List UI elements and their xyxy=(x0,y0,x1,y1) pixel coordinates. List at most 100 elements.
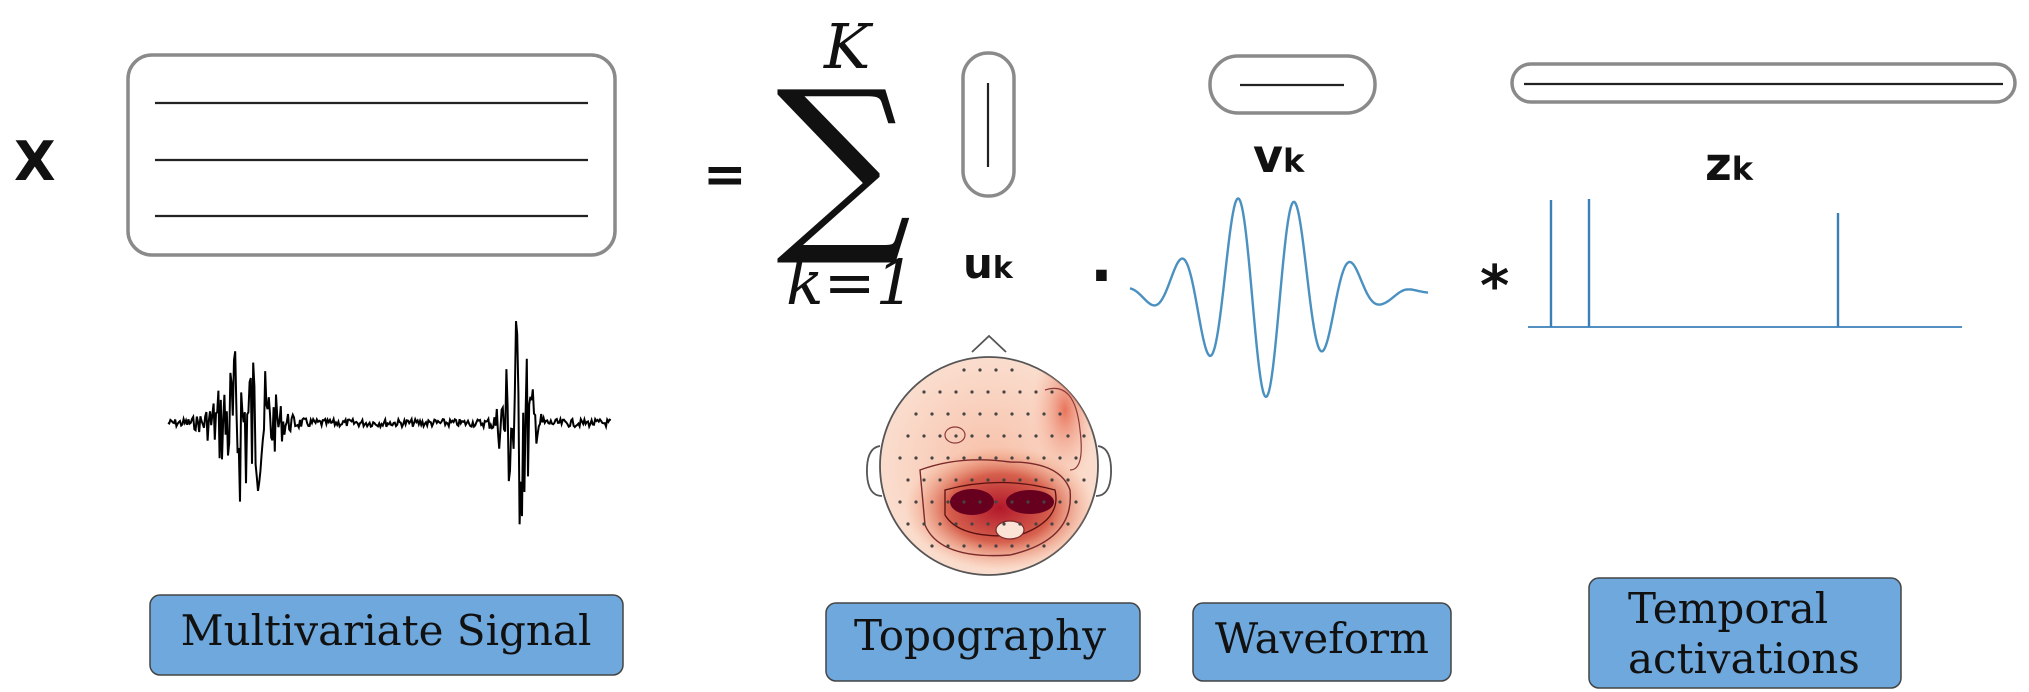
electrode-dot xyxy=(986,434,990,438)
electrode-dot xyxy=(1082,434,1086,438)
electrode-dot xyxy=(930,456,934,460)
electrode-dot xyxy=(1026,500,1030,504)
u-symbol: uk xyxy=(963,239,1014,288)
electrode-dot xyxy=(962,544,966,548)
label-multivariate-signal: Multivariate Signal xyxy=(149,594,624,676)
electrode-dot xyxy=(1010,412,1014,416)
electrode-dot xyxy=(970,390,974,394)
electrode-dot xyxy=(930,544,934,548)
electrode-dot xyxy=(1002,390,1006,394)
electrode-dot xyxy=(962,456,966,460)
electrode-dot xyxy=(946,544,950,548)
electrode-dot xyxy=(922,522,926,526)
electrode-dot xyxy=(1082,478,1086,482)
label-multivariate-signal-text: Multivariate Signal xyxy=(181,606,592,655)
electrode-dot xyxy=(986,390,990,394)
electrode-dot xyxy=(994,368,998,372)
electrode-dot xyxy=(1042,456,1046,460)
electrode-dot xyxy=(1042,500,1046,504)
convolution-symbol: * xyxy=(1480,254,1509,319)
electrode-dot xyxy=(898,500,902,504)
electrode-dot xyxy=(906,478,910,482)
electrode-dot xyxy=(914,500,918,504)
electrode-dot xyxy=(938,434,942,438)
dot-symbol: · xyxy=(1090,241,1113,311)
label-waveform-text: Waveform xyxy=(1215,614,1429,663)
electrode-dot xyxy=(1050,434,1054,438)
electrode-dot xyxy=(1026,412,1030,416)
electrode-dot xyxy=(1042,412,1046,416)
electrode-dot xyxy=(1058,412,1062,416)
electrode-dot xyxy=(1010,500,1014,504)
electrode-dot xyxy=(1034,434,1038,438)
summation: K ∑ k=1 xyxy=(776,10,915,319)
x-symbol: X xyxy=(14,130,56,193)
equals-symbol: = xyxy=(703,145,747,205)
electrode-dot xyxy=(986,478,990,482)
electrode-dot xyxy=(938,478,942,482)
sum-sign: ∑ xyxy=(776,50,912,271)
electrode-dot xyxy=(986,522,990,526)
electrode-dot xyxy=(978,368,982,372)
label-temporal-line2: activations xyxy=(1628,634,1860,683)
label-topography-text: Topography xyxy=(854,611,1106,660)
electrode-dot xyxy=(954,522,958,526)
v-vector-icon xyxy=(1208,54,1377,115)
electrode-dot xyxy=(994,500,998,504)
electrode-dot xyxy=(1066,478,1070,482)
electrode-dot xyxy=(970,478,974,482)
electrode-dot xyxy=(930,412,934,416)
electrode-dot xyxy=(1010,368,1014,372)
electrode-dot xyxy=(1050,478,1054,482)
label-topography: Topography xyxy=(825,602,1141,682)
electrode-dot xyxy=(1050,522,1054,526)
z-symbol: zk xyxy=(1705,137,1754,191)
waveform-trace xyxy=(1129,197,1429,399)
electrode-dot xyxy=(1034,522,1038,526)
electrode-dot xyxy=(1026,544,1030,548)
electrode-dot xyxy=(1002,522,1006,526)
electrode-dot xyxy=(1010,456,1014,460)
electrode-dot xyxy=(946,500,950,504)
temporal-activations-plot xyxy=(1528,199,1962,328)
electrode-dot xyxy=(1018,390,1022,394)
electrode-dot xyxy=(1034,478,1038,482)
electrode-dot xyxy=(946,412,950,416)
electrode-dot xyxy=(922,478,926,482)
electrode-dot xyxy=(962,412,966,416)
sum-lower-limit: k=1 xyxy=(786,246,915,319)
multivariate-signal-trace xyxy=(167,321,612,525)
electrode-dot xyxy=(946,456,950,460)
electrode-dot xyxy=(978,456,982,460)
electrode-dot xyxy=(1026,456,1030,460)
electrode-dot xyxy=(1018,434,1022,438)
electrode-dot xyxy=(1074,500,1078,504)
z-vector-icon xyxy=(1510,62,2017,104)
electrode-dot xyxy=(898,456,902,460)
electrode-dot xyxy=(978,500,982,504)
electrode-dot xyxy=(1002,434,1006,438)
u-vector-icon xyxy=(961,51,1016,198)
sum-upper-limit: K xyxy=(823,10,874,83)
electrode-dot xyxy=(1074,456,1078,460)
electrode-dot xyxy=(906,434,910,438)
electrode-dot xyxy=(954,390,958,394)
electrode-dot xyxy=(970,434,974,438)
electrode-dot xyxy=(914,456,918,460)
electrode-dot xyxy=(1066,434,1070,438)
electrode-dot xyxy=(1034,390,1038,394)
label-temporal-activations: Temporal activations xyxy=(1588,577,1902,689)
electrode-dot xyxy=(978,544,982,548)
electrode-dot xyxy=(978,412,982,416)
electrode-dot xyxy=(962,368,966,372)
electrode-dot xyxy=(938,522,942,526)
electrode-dot xyxy=(922,434,926,438)
electrode-dot xyxy=(938,390,942,394)
electrode-dot xyxy=(970,522,974,526)
electrode-dot xyxy=(994,412,998,416)
electrode-dot xyxy=(930,500,934,504)
label-temporal-line1: Temporal xyxy=(1628,584,1828,633)
topography-head-icon xyxy=(866,334,1112,576)
electrode-dot xyxy=(906,522,910,526)
